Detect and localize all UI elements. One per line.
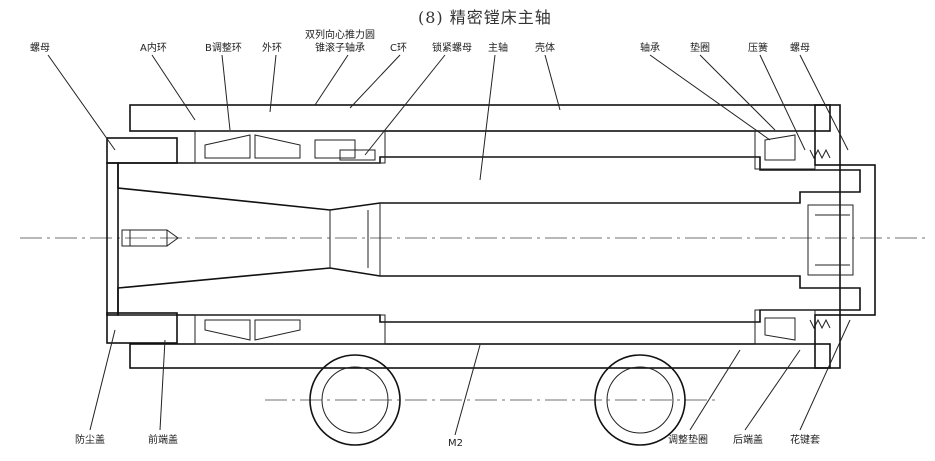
front-bearing-lower xyxy=(194,314,386,345)
housing-top xyxy=(129,104,831,132)
housing-bottom xyxy=(129,343,831,369)
label-bearing-double-2: 锥滚子轴承 xyxy=(315,41,365,54)
rear-roller-bot xyxy=(764,317,796,341)
roller-bot-1 xyxy=(204,319,251,341)
front-cover xyxy=(106,137,178,164)
label-spindle: 主轴 xyxy=(488,41,508,54)
lower-wheel-right xyxy=(594,354,686,446)
label-lock-nut: 锁紧螺母 xyxy=(432,41,472,54)
label-washer: 垫圈 xyxy=(690,41,710,54)
label-front-cover: 前端盖 xyxy=(148,433,178,446)
leader-lines-top xyxy=(47,54,849,181)
roller-top-1 xyxy=(204,134,251,159)
label-spring: 压簧 xyxy=(748,41,768,54)
label-bearing: 轴承 xyxy=(640,41,660,54)
label-housing: 壳体 xyxy=(535,41,555,54)
spindle-lower xyxy=(117,267,861,323)
rear-roller-top xyxy=(764,134,796,161)
label-adjust-washer: 调整垫圈 xyxy=(668,433,708,446)
front-bearing-upper xyxy=(194,130,386,164)
label-nut-left: 螺母 xyxy=(30,42,50,54)
label-nut-right: 螺母 xyxy=(790,42,810,54)
front-end xyxy=(106,162,119,316)
front-cover-bottom xyxy=(106,312,178,344)
lower-wheel-left-inner xyxy=(321,366,389,434)
diagram-title: (8) 精密镗床主轴 xyxy=(418,8,552,27)
rear-bearing-lower xyxy=(754,309,816,345)
label-rear-cover: 后端盖 xyxy=(733,433,763,446)
label-outer-ring: 外环 xyxy=(262,42,282,54)
roller-top-2 xyxy=(254,134,301,159)
ring-c-top xyxy=(314,139,356,159)
roller-bot-2 xyxy=(254,319,301,341)
label-dust-cover: 防尘盖 xyxy=(75,433,105,446)
screw xyxy=(121,229,168,247)
label-spline-sleeve: 花键套 xyxy=(790,433,820,446)
label-m2: M2 xyxy=(448,438,463,449)
lower-wheel-left xyxy=(309,354,401,446)
rear-cover-top xyxy=(814,104,841,166)
spring-top xyxy=(809,148,831,160)
label-inner-ring-a: A内环 xyxy=(140,41,167,54)
spline-inner xyxy=(807,204,854,276)
label-adjust-ring-b: B调整环 xyxy=(205,41,242,54)
leader-lines-bottom xyxy=(89,319,851,436)
spline-sleeve xyxy=(839,164,876,316)
lock-nut-top xyxy=(339,149,376,161)
spindle-upper xyxy=(117,156,861,211)
label-bearing-double-1: 双列向心推力圆 xyxy=(305,28,375,41)
label-ring-c: C环 xyxy=(390,43,407,54)
lower-wheel-right-inner xyxy=(606,366,674,434)
screw-tip xyxy=(166,229,179,247)
spring-bottom xyxy=(809,318,831,330)
